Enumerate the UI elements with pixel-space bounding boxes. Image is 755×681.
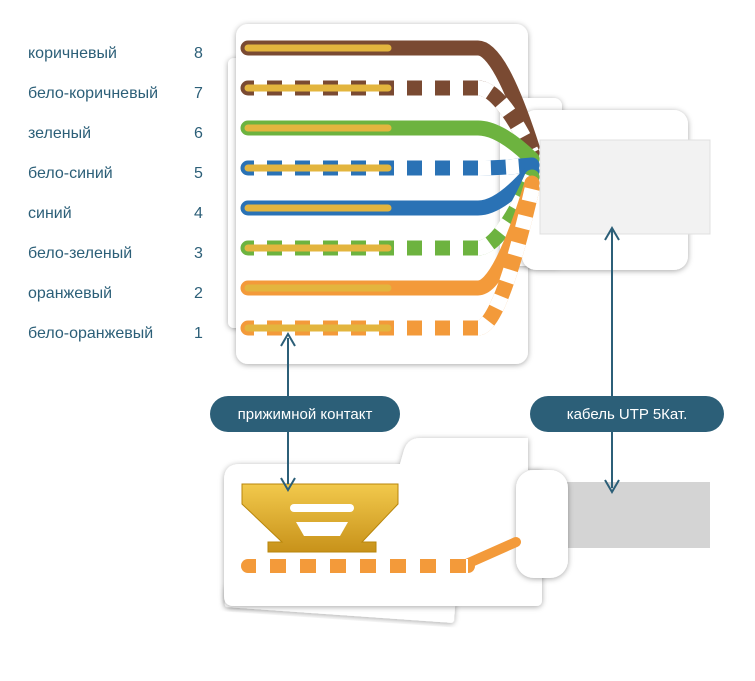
pin-number-7: 7 bbox=[194, 85, 203, 102]
callout-cable-bg bbox=[530, 396, 724, 432]
callout-contact-bg bbox=[210, 396, 400, 432]
wire-label-5: бело-синий bbox=[28, 165, 113, 182]
connector-side-view bbox=[224, 438, 710, 623]
cable-boot-side bbox=[516, 470, 568, 578]
pin-number-4: 4 bbox=[194, 205, 203, 222]
pin-number-5: 5 bbox=[194, 165, 203, 182]
callout-contact-text: прижимной контакт bbox=[238, 406, 373, 423]
wire-6 bbox=[240, 120, 540, 167]
wire-label-1: бело-оранжевый bbox=[28, 325, 153, 342]
pin-number-6: 6 bbox=[194, 125, 203, 142]
contact-slot-lower bbox=[296, 522, 348, 536]
callout-cable: кабель UTP 5Кат. bbox=[530, 396, 724, 432]
wire-1-stripes bbox=[248, 187, 540, 336]
cable-arrow-head-up bbox=[604, 226, 620, 241]
pin-number-2: 2 bbox=[194, 285, 203, 302]
contact-arrow-head-down bbox=[280, 477, 296, 492]
cable-jacket-side bbox=[540, 482, 710, 548]
callout-contact: прижимной контакт bbox=[210, 396, 400, 432]
contact-blade bbox=[241, 483, 399, 553]
contact-slot-upper bbox=[290, 504, 354, 512]
wire-label-6: зеленый bbox=[28, 125, 91, 142]
wire-5-stripes bbox=[248, 157, 533, 176]
wire-3-stripes bbox=[248, 173, 539, 256]
cable-jacket-top bbox=[539, 139, 711, 235]
cable-arrow-head-down bbox=[604, 479, 620, 494]
connector-body bbox=[236, 24, 528, 364]
wire-7-stripes bbox=[248, 80, 539, 157]
wire-5 bbox=[240, 157, 540, 176]
pin-number-3: 3 bbox=[194, 245, 203, 262]
wire-labels: коричневый 8 бело-коричневый 7 зеленый 6… bbox=[28, 45, 203, 342]
callout-cable-text: кабель UTP 5Кат. bbox=[567, 406, 688, 423]
wire-label-8: коричневый bbox=[28, 45, 117, 62]
wire-1 bbox=[240, 181, 540, 336]
wire-6-insulation bbox=[240, 120, 540, 167]
wire-label-3: бело-зеленый bbox=[28, 245, 132, 262]
pin-number-8: 8 bbox=[194, 45, 203, 62]
connector-top-view bbox=[228, 24, 711, 364]
arrows bbox=[280, 226, 620, 494]
wire-label-7: бело-коричневый bbox=[28, 85, 158, 102]
wires bbox=[240, 40, 540, 336]
contact-arrow-head-up bbox=[280, 332, 296, 347]
wire-label-2: оранжевый bbox=[28, 285, 112, 302]
wire-7 bbox=[240, 80, 540, 161]
pin-number-1: 1 bbox=[194, 325, 203, 342]
wire-label-4: синий bbox=[28, 205, 72, 222]
